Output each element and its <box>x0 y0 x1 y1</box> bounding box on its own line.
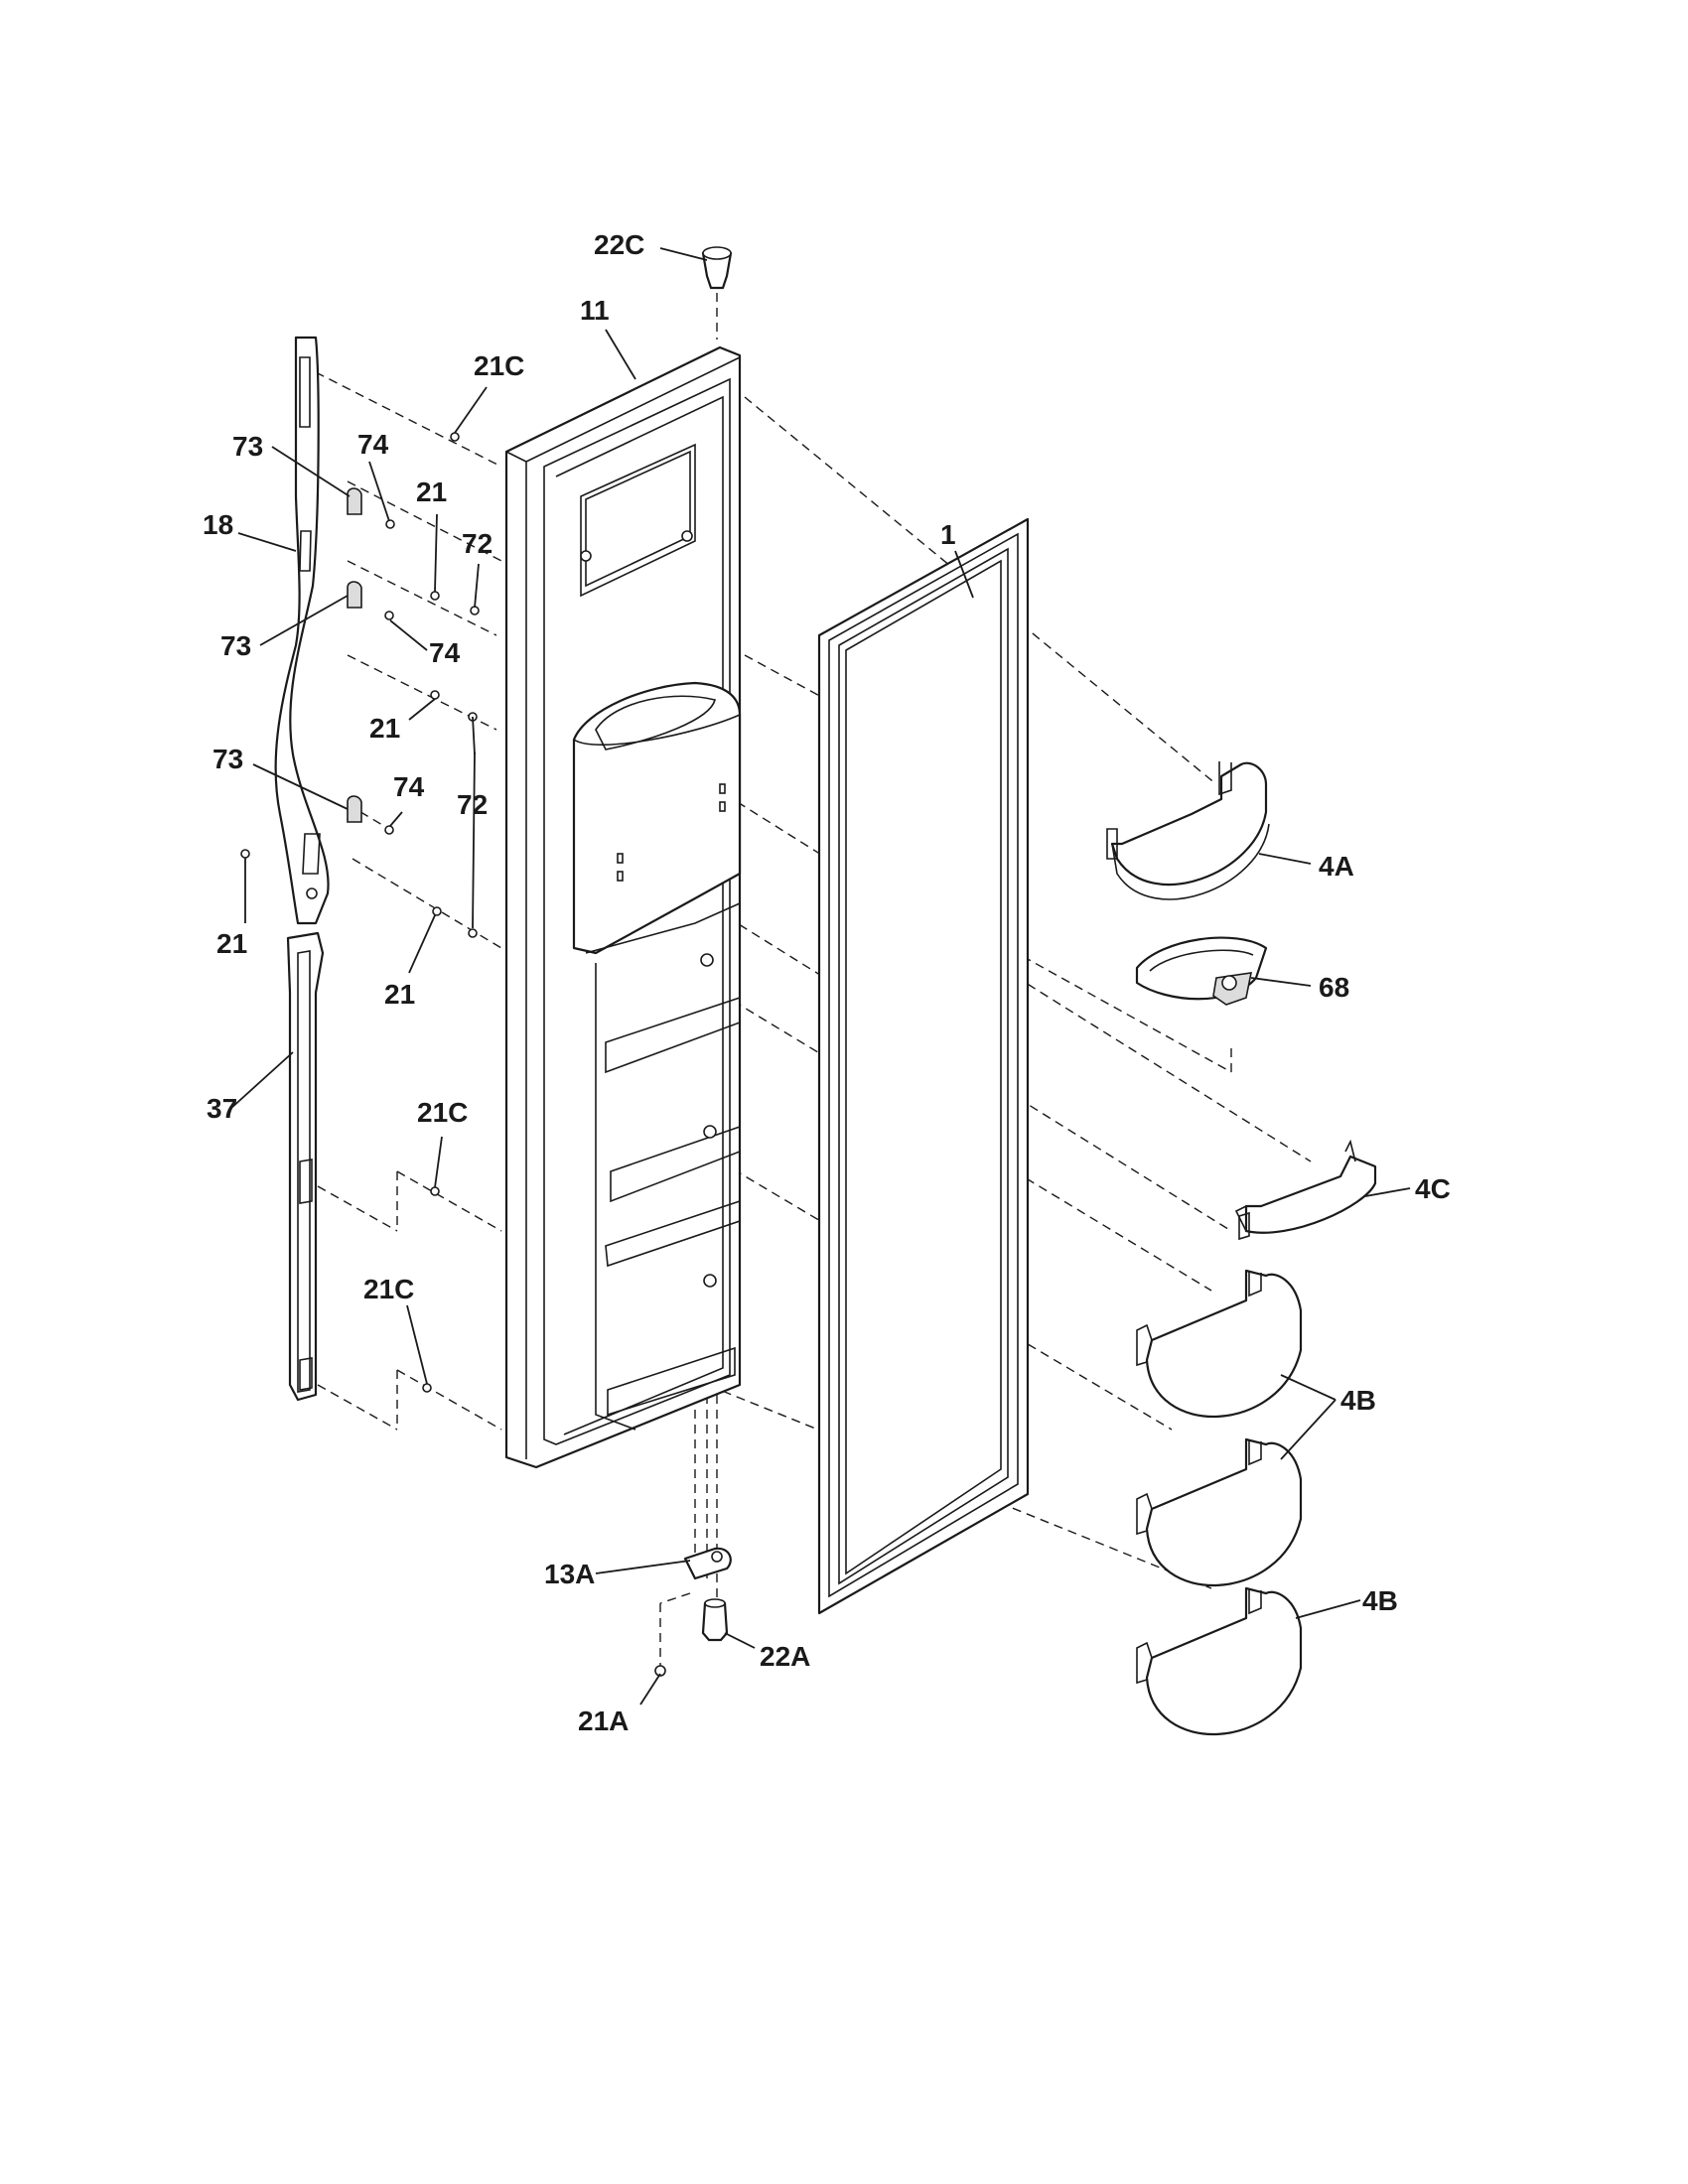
label-21-c: 21 <box>216 928 247 959</box>
label-74-c: 74 <box>393 771 425 802</box>
screws <box>240 432 666 1677</box>
label-21-a: 21 <box>416 477 447 507</box>
label-72-a: 72 <box>462 528 492 559</box>
upper-door-handle <box>274 336 330 925</box>
label-21-d: 21 <box>384 979 415 1010</box>
label-4a: 4A <box>1319 851 1354 882</box>
label-68: 68 <box>1319 972 1349 1003</box>
label-21c-mid: 21C <box>417 1097 468 1128</box>
hinge-pin <box>701 1598 729 1642</box>
label-21c-top: 21C <box>474 350 524 381</box>
label-21c-low: 21C <box>363 1274 414 1304</box>
label-4b-b: 4B <box>1362 1585 1398 1616</box>
label-37: 37 <box>207 1093 237 1124</box>
lower-door-handle <box>286 931 325 1402</box>
door-bin-4c <box>1234 1139 1377 1241</box>
dispenser-cup <box>1135 936 1268 1006</box>
label-73-b: 73 <box>220 630 251 661</box>
top-bushing <box>701 246 733 290</box>
handle-clips <box>347 487 362 823</box>
hinge-bracket <box>683 1547 732 1580</box>
callout-labels: 22C 11 21C 73 74 21 72 18 73 74 21 73 74… <box>203 229 1451 1736</box>
door-gasket <box>817 517 1030 1615</box>
door-liner <box>504 345 742 1469</box>
label-11: 11 <box>580 295 610 326</box>
label-74-b: 74 <box>429 637 461 668</box>
leader-lines <box>229 247 1411 1706</box>
label-73-a: 73 <box>232 431 263 462</box>
label-73-c: 73 <box>212 744 243 774</box>
label-13a: 13A <box>544 1559 595 1589</box>
label-21-b: 21 <box>369 713 400 744</box>
label-72-b: 72 <box>457 789 488 820</box>
label-1: 1 <box>940 519 956 550</box>
door-bin-4a <box>1106 761 1270 900</box>
label-4b-a: 4B <box>1340 1385 1376 1416</box>
label-18: 18 <box>203 509 233 540</box>
label-22c: 22C <box>594 229 644 260</box>
label-4c: 4C <box>1415 1173 1451 1204</box>
door-bin-4b <box>1136 1269 1303 1735</box>
label-21a: 21A <box>578 1706 629 1736</box>
label-74-a: 74 <box>357 429 389 460</box>
label-22a: 22A <box>760 1641 810 1672</box>
